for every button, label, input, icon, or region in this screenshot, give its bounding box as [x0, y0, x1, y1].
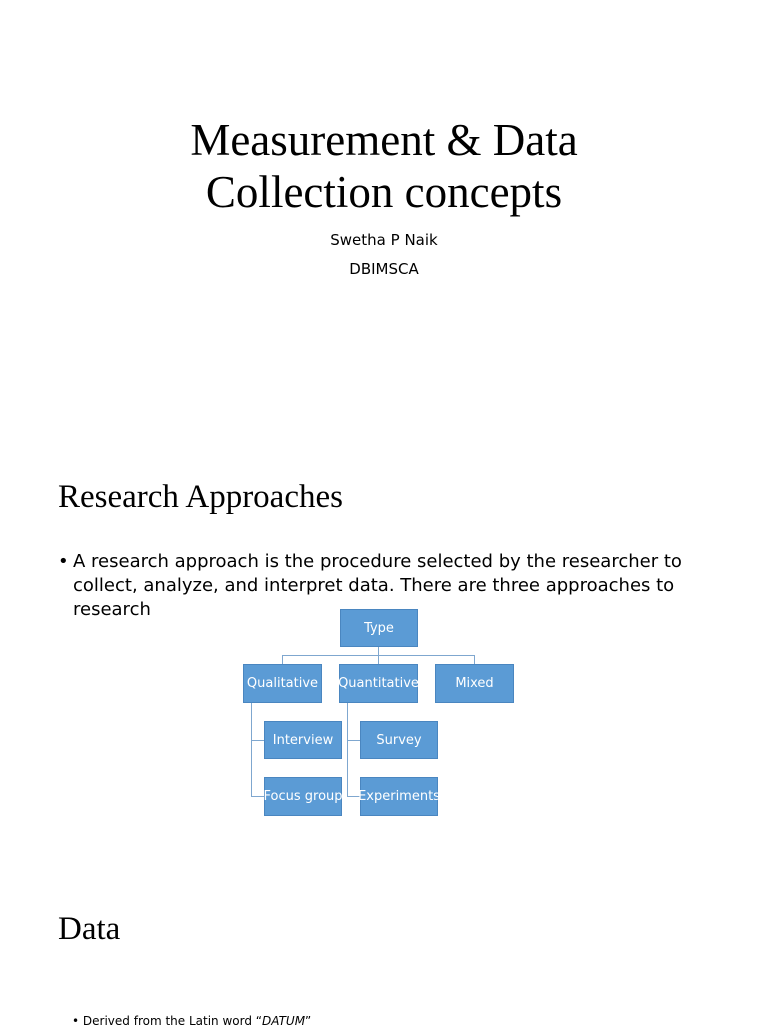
- title-line-2: Collection concepts: [205, 167, 563, 217]
- bullet-item: • Derived from the Latin word “DATUM”: [72, 1014, 311, 1028]
- connector-qualitative-stem: [251, 703, 252, 797]
- node-survey: Survey: [360, 721, 438, 759]
- research-approaches-slide: Research Approaches • A research approac…: [0, 432, 768, 864]
- bullet-icon: •: [72, 1014, 80, 1028]
- data-slide: Data • Derived from the Latin word “DATU…: [0, 864, 768, 1028]
- slide-heading: Research Approaches: [58, 479, 343, 515]
- connector-to-survey: [347, 740, 360, 741]
- organization-name: DBIMSCA: [349, 260, 419, 278]
- connector-to-experiments: [347, 796, 360, 797]
- title-line-1: Measurement & Data: [190, 115, 578, 165]
- bullet-icon: •: [58, 551, 69, 572]
- research-type-diagram: Type Qualitative Quantitative Mixed Inte…: [0, 432, 768, 864]
- bullet-emphasis: DATUM: [262, 1014, 306, 1028]
- node-type: Type: [340, 609, 418, 647]
- connector-quantitative-stem: [347, 703, 348, 797]
- connector-to-quantitative: [378, 655, 379, 664]
- connector-to-qualitative: [282, 655, 283, 664]
- node-interview: Interview: [264, 721, 342, 759]
- title-slide: Measurement & Data Collection concepts S…: [0, 0, 768, 432]
- connector-to-mixed: [474, 655, 475, 664]
- connector-to-focus-group: [251, 796, 264, 797]
- node-quantitative: Quantitative: [338, 664, 419, 703]
- presentation-title: Measurement & Data Collection concepts: [0, 114, 768, 218]
- bullet-prefix: Derived from the Latin word “: [82, 1014, 262, 1028]
- node-focus-group: Focus group: [264, 777, 343, 816]
- node-mixed: Mixed: [435, 664, 514, 703]
- bullet-text: A research approach is the procedure sel…: [73, 551, 682, 620]
- author-name: Swetha P Naik: [330, 231, 438, 249]
- slide-heading: Data: [58, 911, 121, 947]
- connector-root-down: [378, 647, 379, 655]
- node-qualitative: Qualitative: [243, 664, 322, 703]
- bullet-suffix: ”: [305, 1014, 312, 1028]
- node-experiments: Experiments: [358, 777, 440, 816]
- connector-to-interview: [251, 740, 264, 741]
